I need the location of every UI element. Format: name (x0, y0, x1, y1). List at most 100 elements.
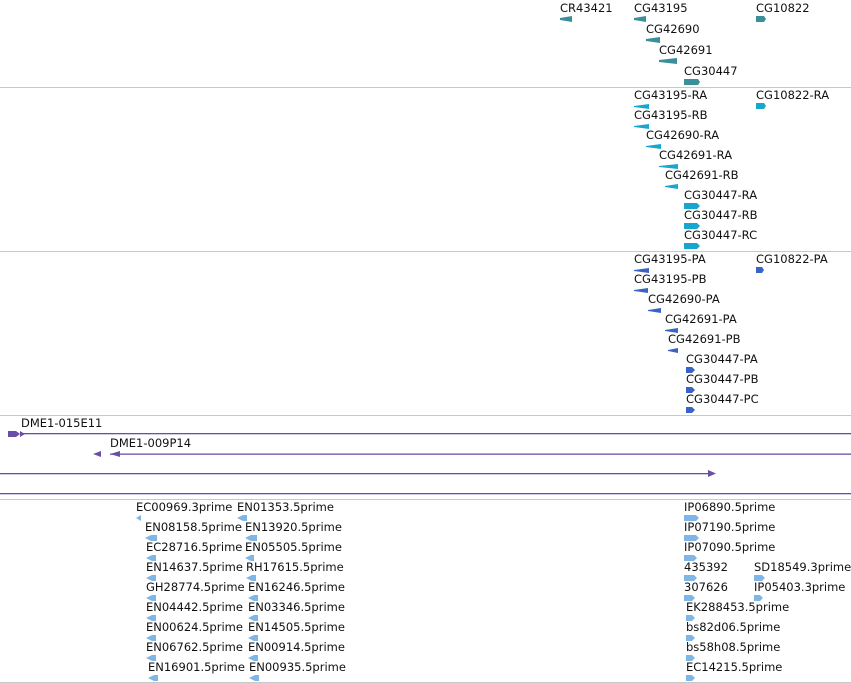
est-glyph (148, 675, 158, 681)
feature-label[interactable]: CG43195-PA (634, 252, 706, 266)
feature-label[interactable]: CG30447-PB (686, 372, 759, 386)
track-divider (0, 499, 851, 500)
feature-label[interactable]: GH28774.5prime (146, 580, 245, 594)
clone-glyph (8, 431, 20, 437)
protein-track: CG43195-PA CG10822-PA CG43195-PB CG42690… (0, 252, 851, 414)
feature-label[interactable]: CG42691-PB (668, 332, 741, 346)
est-glyph (684, 555, 697, 561)
clone-line (110, 453, 851, 455)
clone-glyph (708, 470, 716, 477)
feature-label[interactable]: EC00969.3prime (136, 500, 233, 514)
est-glyph (249, 675, 259, 681)
protein-glyph (634, 288, 648, 293)
feature-label[interactable]: CG42691 (659, 43, 713, 57)
clone-feature-glyphs[interactable] (0, 416, 851, 498)
feature-label[interactable]: EN00624.5prime (146, 620, 243, 634)
est-feature-glyphs[interactable] (0, 500, 851, 682)
feature-label[interactable]: RH17615.5prime (246, 560, 344, 574)
protein-glyph (756, 267, 764, 273)
gene-glyph (659, 58, 677, 64)
feature-label[interactable]: CG43195-RB (634, 108, 708, 122)
transcript-feature-glyphs[interactable] (0, 88, 851, 250)
transcript-glyph (665, 184, 678, 189)
feature-label[interactable]: CG42690-PA (648, 292, 720, 306)
clone-line (0, 493, 851, 495)
feature-label[interactable]: EC28716.5prime (146, 540, 243, 554)
feature-label[interactable]: EN06762.5prime (146, 640, 243, 654)
est-glyph (686, 675, 695, 681)
feature-label[interactable]: CG30447-RA (684, 188, 758, 202)
gene-glyph (560, 16, 572, 22)
est-glyph (248, 615, 258, 621)
feature-label[interactable]: IP07190.5prime (684, 520, 776, 534)
est-glyph (146, 555, 156, 561)
transcript-glyph (634, 124, 649, 129)
feature-label[interactable]: CG42690-RA (646, 128, 720, 142)
feature-label[interactable]: EC14215.5prime (686, 660, 783, 674)
feature-label[interactable]: CG43195-RA (634, 88, 708, 102)
feature-label[interactable]: CG42691-PA (665, 312, 737, 326)
transcript-glyph (646, 144, 661, 149)
gene-glyph (756, 16, 766, 22)
feature-label[interactable]: EN00914.5prime (248, 640, 345, 654)
feature-label[interactable]: EN00935.5prime (249, 660, 346, 674)
track-divider (0, 415, 851, 416)
feature-label[interactable]: EN04442.5prime (146, 600, 243, 614)
feature-label[interactable]: EN14505.5prime (248, 620, 345, 634)
est-glyph (245, 535, 257, 541)
feature-label[interactable]: CG10822-PA (756, 252, 828, 266)
protein-glyph (686, 367, 695, 373)
est-glyph (145, 535, 157, 541)
protein-feature-glyphs[interactable] (0, 252, 851, 414)
feature-label[interactable]: bs58h08.5prime (686, 640, 781, 654)
feature-label[interactable]: EN14637.5prime (146, 560, 243, 574)
feature-label[interactable]: CG30447 (684, 64, 738, 78)
feature-label[interactable]: EN05505.5prime (245, 540, 342, 554)
feature-label[interactable]: CG42691-RB (665, 168, 739, 182)
est-glyph (146, 575, 156, 581)
feature-label[interactable]: EN01353.5prime (237, 500, 334, 514)
feature-label[interactable]: EN08158.5prime (145, 520, 242, 534)
est-glyph (686, 635, 695, 641)
feature-label[interactable]: EN16901.5prime (148, 660, 245, 674)
feature-label[interactable]: IP05403.3prime (754, 580, 846, 594)
protein-glyph (634, 268, 649, 273)
feature-label[interactable]: IP07090.5prime (684, 540, 776, 554)
track-divider (0, 87, 851, 88)
feature-label[interactable]: CG10822-RA (756, 88, 830, 102)
feature-label[interactable]: EN13920.5prime (245, 520, 342, 534)
feature-label[interactable]: SD18549.3prime (754, 560, 851, 574)
protein-glyph (665, 328, 678, 333)
feature-label[interactable]: 435392 (684, 560, 728, 574)
est-glyph (754, 575, 765, 581)
feature-label[interactable]: CR43421 (560, 1, 613, 15)
feature-label[interactable]: CG43195 (634, 1, 688, 15)
feature-label[interactable]: EN16246.5prime (248, 580, 345, 594)
feature-label[interactable]: EN03346.5prime (248, 600, 345, 614)
transcript-glyph (756, 103, 766, 109)
est-glyph (237, 515, 247, 521)
feature-label[interactable]: CG10822 (756, 1, 810, 15)
clone-track: DME1-015E11 DME1-009P14 (0, 416, 851, 498)
feature-label[interactable]: DME1-009P14 (110, 436, 192, 450)
est-track: EC00969.3prime EN01353.5prime IP06890.5p… (0, 500, 851, 682)
feature-label[interactable]: CG42691-RA (659, 148, 733, 162)
feature-label[interactable]: CG30447-PC (686, 392, 759, 406)
transcript-glyph (684, 223, 700, 229)
feature-label[interactable]: DME1-015E11 (21, 416, 103, 430)
feature-label[interactable]: 307626 (684, 580, 728, 594)
feature-label[interactable]: CG30447-RB (684, 208, 758, 222)
feature-label[interactable]: CG42690 (646, 22, 700, 36)
feature-label[interactable]: bs82d06.5prime (686, 620, 781, 634)
est-glyph (248, 655, 258, 661)
feature-label[interactable]: CG43195-PB (634, 272, 707, 286)
feature-label[interactable]: EK288453.5prime (686, 600, 790, 614)
est-glyph (684, 535, 699, 541)
est-glyph (248, 595, 258, 601)
feature-label[interactable]: CG30447-PA (686, 352, 758, 366)
feature-label[interactable]: IP06890.5prime (684, 500, 776, 514)
gene-feature-glyphs[interactable] (0, 0, 851, 86)
est-glyph (686, 655, 695, 661)
feature-label[interactable]: CG30447-RC (684, 228, 758, 242)
gene-track: CR43421 CG43195 CG10822 CG42690 CG42691 … (0, 0, 851, 86)
